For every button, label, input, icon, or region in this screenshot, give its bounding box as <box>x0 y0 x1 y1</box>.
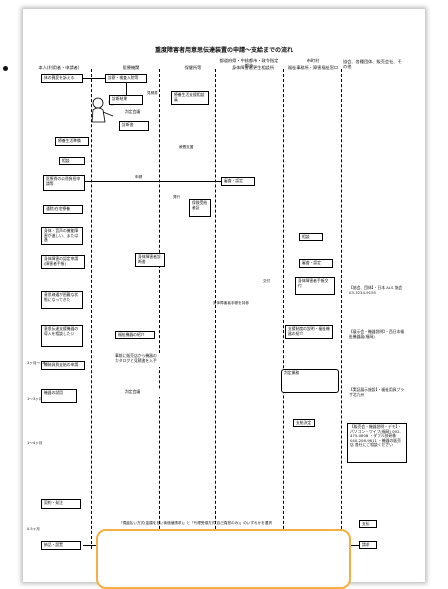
flow-box: 通院/在宅療養 <box>43 205 83 214</box>
flow-box: 福祉機器の紹介 <box>115 331 155 339</box>
flow-box: 診断結果 <box>109 95 143 105</box>
flow-box: 身体障害の認定申請(障害者手帳) <box>41 255 85 269</box>
flow-box: 体の異変を訴える <box>41 74 83 83</box>
header-medical: 医療機関 <box>111 65 151 70</box>
flow-box: 審査・認定 <box>299 259 333 268</box>
flow-box: 事前に販売店から機器のカタログと見積書を入手 <box>113 353 161 367</box>
flow-box: 医療費の公費負担申請等 <box>43 175 85 191</box>
org-note-exhibition: 【展示会・機器説明】・西日本福祉機器展(福岡) <box>347 329 407 343</box>
flow-arrow <box>126 83 127 95</box>
flow-label: 発行 <box>173 195 180 199</box>
lane-divider <box>341 69 342 549</box>
header-rehab-center: 身体障害者更生相談所 <box>223 65 283 70</box>
org-note-showroom: 【実証展示施設】・福祉用具プラザ北九州 <box>347 387 407 401</box>
time-mark: 1〜3ヶ月 <box>27 397 42 402</box>
header-municipality: 市町村 <box>285 58 341 63</box>
flow-label: 交付 <box>263 279 270 283</box>
document-title: 重度障害者用意思伝達装置の申請～支給までの流れ <box>23 45 425 54</box>
flow-box: 診断書 <box>119 121 149 131</box>
flow-box: 判定会議 <box>123 389 163 397</box>
org-note-als: 【協会、団体】・日本 ALS 協会 03-3234-9155 <box>347 285 407 305</box>
time-mark: 0.5ヶ月 <box>27 527 40 532</box>
flow-box: 身体障害者診断書 <box>135 253 165 267</box>
flow-box: 相談 <box>299 233 323 241</box>
flow-box: 支給決定 <box>293 419 315 427</box>
flow-box: 補装具費支給の申請 <box>41 361 85 370</box>
lane-divider <box>283 69 284 549</box>
flow-label: 「償還払い方式(金額を払い後価値請求)」と「代理受領方式(自己負担のみ)」のいず… <box>119 521 329 525</box>
header-health-center: 保健所等 <box>175 65 211 70</box>
time-mark: 1〜4ヶ月 <box>27 441 42 446</box>
flow-box: 相談 <box>59 157 85 165</box>
flow-box: 機器の試用 <box>41 389 77 403</box>
flow-label: 身体障害者手帳を持参 <box>213 301 249 305</box>
flow-box: 身体・音声の機能障害が進しい、または進 <box>41 227 83 245</box>
flow-box: 支払 <box>359 520 377 528</box>
flow-box: 療養生活支援相談員 <box>171 91 209 105</box>
flow-box: 身体障害者手帳交付 <box>295 277 335 295</box>
header-welfare-office: 福祉事務所・障害福祉窓口 <box>285 65 341 70</box>
flow-arrow <box>83 78 105 79</box>
flow-box: 療養支援 <box>179 145 193 149</box>
lane-divider <box>91 69 92 549</box>
flow-box: 契約・発注 <box>41 499 81 509</box>
list-bullet <box>3 66 8 71</box>
flow-arrow <box>85 181 221 182</box>
org-note-sales: 【販売会・機器説明・デモ】・パソコン・ワイフ(福岡) 092-475-0808 … <box>347 423 407 463</box>
flow-box: 判定会議 <box>123 109 153 117</box>
flow-box: 納品・設置 <box>41 541 81 550</box>
flowchart-document: 重度障害者用意思伝達装置の申請～支給までの流れ 本人(利用者・申請者) 医療機関… <box>23 9 425 582</box>
flow-box: 療養生活準備 <box>55 137 89 146</box>
flow-box: 意思疎通が困難な状態になってきた <box>41 291 83 309</box>
time-mark: 3ヶ月〜1年 <box>27 361 46 366</box>
flow-box: 判定業務 <box>281 369 339 393</box>
flow-label: 申請 <box>135 175 142 179</box>
flow-box: 請求 <box>359 541 377 549</box>
flow-box: 審査・認定 <box>221 177 255 186</box>
highlight-frame <box>96 529 351 589</box>
flow-label: 見積書 <box>147 91 158 95</box>
lane-divider <box>159 69 160 549</box>
flow-box: 支援制度の説明・福祉機器の紹介 <box>285 325 333 339</box>
lane-divider <box>215 69 216 549</box>
flow-box: 保険受給者証 <box>189 199 211 217</box>
flow-box: 意思伝達支援機器の導入を相談したい <box>41 325 83 347</box>
header-user: 本人(利用者・申請者) <box>35 65 83 70</box>
flow-box: 診察・検査入院等 <box>105 74 147 83</box>
header-organizations: 協会、各種団体、販売会社、その他 <box>343 59 403 69</box>
